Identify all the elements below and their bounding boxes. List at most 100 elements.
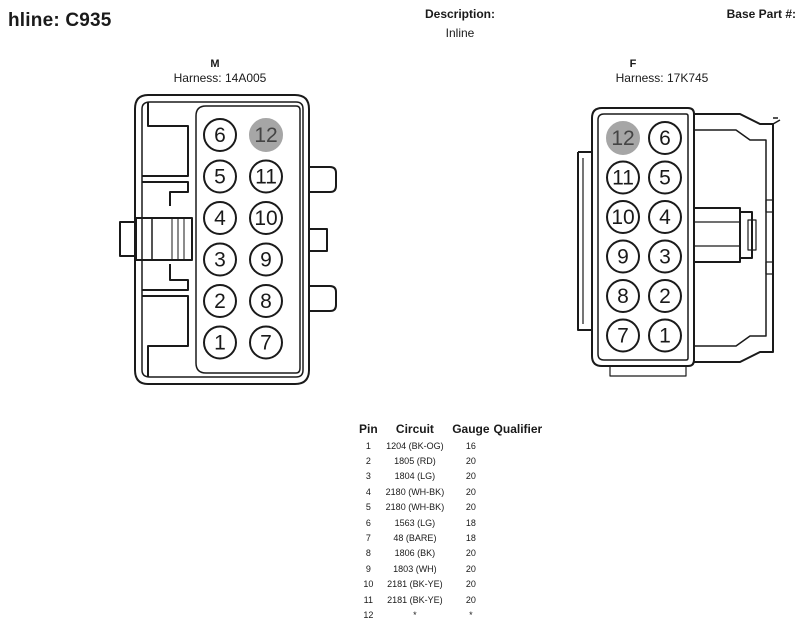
left-pin-7: [249, 325, 283, 360]
cell-qualifier: [494, 438, 547, 453]
right-connector-tag: F: [629, 58, 637, 70]
table-row: 10 2181 (BK-YE) 20: [355, 577, 546, 592]
cell-gauge: 18: [465, 517, 476, 528]
left-pin-10: [249, 201, 283, 235]
cell-qualifier: [494, 453, 547, 468]
cell-qualifier: [494, 484, 547, 499]
left-pin-label-1: 1: [214, 332, 226, 355]
base-part-label: Base Part #:: [726, 7, 796, 21]
right-pin-label-4: 4: [659, 206, 671, 229]
right-pin-label-3: 3: [659, 246, 671, 269]
left-pin-label-7: 7: [260, 332, 272, 355]
description-label: Description:: [424, 7, 495, 21]
cell-gauge: 20: [465, 548, 476, 559]
left-pin-11: [249, 159, 283, 194]
header-qualifier: Qualifier: [493, 422, 543, 436]
table-header-row: Pin Circuit Gauge Qualifier: [355, 420, 546, 438]
right-pin-label-7: 7: [617, 325, 629, 348]
cell-circuit: 2181 (BK-YE): [387, 594, 443, 605]
cell-gauge: 18: [465, 533, 476, 544]
description-value: Inline: [445, 26, 475, 40]
table-row: 9 1803 (WH) 20: [355, 561, 546, 576]
header-circuit: Circuit: [395, 422, 434, 436]
cell-pin: 4: [365, 486, 371, 497]
left-pin-label-3: 3: [214, 249, 226, 272]
cell-circuit: 2180 (WH-BK): [385, 486, 445, 497]
cell-qualifier: [494, 546, 547, 561]
cell-qualifier: [494, 469, 547, 484]
cell-qualifier: [494, 577, 547, 592]
cell-gauge: 20: [465, 579, 476, 590]
left-pin-1: [203, 325, 237, 360]
cell-pin: 5: [365, 502, 371, 513]
cell-pin: 10: [363, 579, 374, 590]
right-pin-label-12: 12: [611, 127, 634, 150]
right-pin-4: [648, 200, 682, 234]
cell-qualifier: [494, 530, 547, 545]
cell-gauge: 20: [465, 594, 476, 605]
left-pin-2: [203, 284, 237, 318]
right-pin-6: [648, 121, 682, 155]
cell-circuit: 1803 (WH): [393, 563, 437, 574]
right-pin-label-6: 6: [659, 127, 671, 150]
left-pin-label-12: 12: [254, 124, 277, 147]
cell-circuit: 2181 (BK-YE): [387, 579, 443, 590]
left-pin-label-6: 6: [214, 124, 226, 147]
cell-pin: 7: [365, 533, 371, 544]
right-pin-5: [648, 160, 682, 195]
cell-gauge: 16: [465, 440, 476, 451]
right-pin-10: [606, 200, 640, 234]
table-row: 4 2180 (WH-BK) 20: [355, 484, 546, 499]
right-pin-3: [648, 239, 682, 274]
cell-qualifier: [494, 592, 547, 607]
right-connector-body: [577, 107, 781, 377]
left-pin-label-9: 9: [260, 249, 272, 272]
cell-gauge: 20: [465, 471, 476, 482]
table-row: 8 1806 (BK) 20: [355, 546, 546, 561]
header-gauge: Gauge: [452, 422, 490, 436]
left-pin-label-10: 10: [254, 207, 277, 230]
table-row: 12**: [355, 607, 546, 622]
right-pin-label-9: 9: [617, 246, 629, 269]
cell-circuit: 1805 (RD): [394, 456, 436, 467]
cell-circuit: *: [413, 609, 417, 620]
right-pin-label-10: 10: [611, 206, 634, 229]
cell-pin: 12: [363, 609, 374, 620]
left-pin-4: [203, 201, 237, 235]
left-pin-label-2: 2: [214, 290, 226, 313]
right-pin-11: [606, 160, 640, 195]
cell-qualifier: [494, 607, 547, 622]
left-pin-8: [249, 284, 283, 318]
connector-title: hline: C935: [8, 10, 112, 31]
cell-pin: 2: [365, 456, 371, 467]
cell-gauge: 20: [465, 563, 476, 574]
left-pin-label-5: 5: [214, 166, 226, 189]
cell-pin: 6: [365, 517, 371, 528]
cell-qualifier: [494, 561, 547, 576]
cell-pin: 8: [365, 548, 371, 559]
right-pin-2: [648, 279, 682, 313]
right-pin-label-2: 2: [659, 285, 671, 308]
cell-gauge: 20: [465, 486, 476, 497]
cell-circuit: 1806 (BK): [394, 548, 436, 559]
left-pin-label-8: 8: [260, 290, 272, 313]
right-pin-label-1: 1: [659, 325, 671, 348]
left-pin-label-4: 4: [214, 207, 226, 230]
cell-pin: 11: [363, 594, 373, 605]
left-pin-9: [249, 242, 283, 277]
table-row: 5 2180 (WH-BK) 20: [355, 500, 546, 515]
right-harness-label: Harness: 17K745: [615, 71, 709, 85]
cell-pin: 9: [365, 563, 371, 574]
left-pin-6: [203, 118, 237, 152]
cell-circuit: 2180 (WH-BK): [385, 502, 445, 513]
cell-gauge: 20: [465, 502, 476, 513]
table-row: 11 2181 (BK-YE) 20: [355, 592, 546, 607]
left-pin-12: [249, 118, 283, 152]
